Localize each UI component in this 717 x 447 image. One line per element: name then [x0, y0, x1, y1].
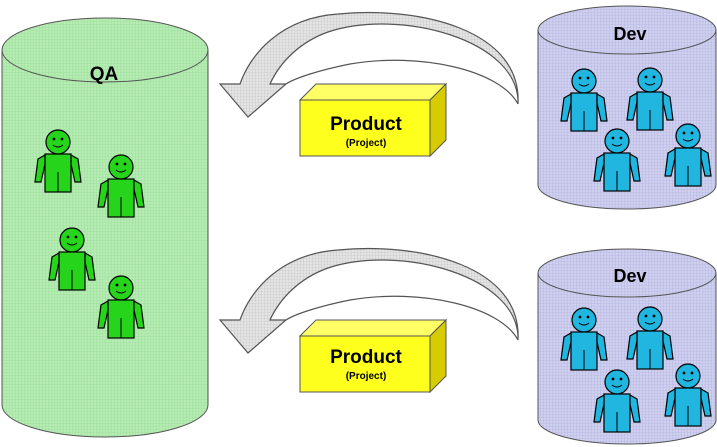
dev-label-bottom: Dev — [613, 266, 646, 286]
curved-arrow-top-icon — [218, 11, 519, 118]
qa-label: QA — [90, 64, 119, 85]
product-title-top: Product — [330, 114, 402, 135]
curved-arrow-bottom-icon — [218, 247, 519, 354]
product-box-bottom — [298, 318, 448, 394]
dev-label-top: Dev — [613, 24, 646, 44]
product-box-top — [298, 82, 448, 158]
product-subtitle-top: (Project) — [346, 138, 387, 149]
product-title-bottom: Product — [330, 347, 402, 368]
product-subtitle-bottom: (Project) — [346, 371, 387, 382]
